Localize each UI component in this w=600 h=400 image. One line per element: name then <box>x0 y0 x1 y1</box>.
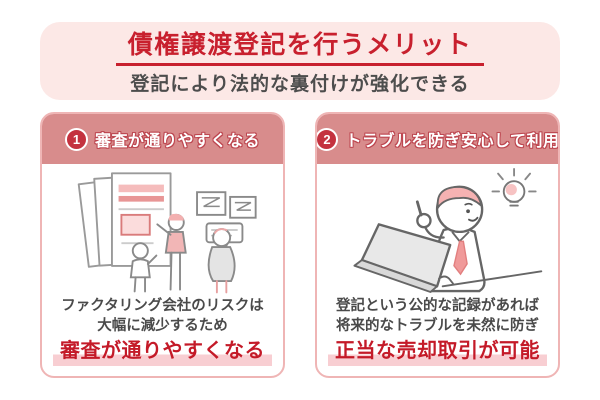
businessman <box>415 185 486 293</box>
merit-card-1: 1 審査が通りやすくなる <box>40 112 285 378</box>
merit-card-1-emphasis: 審査が通りやすくなる <box>53 339 272 366</box>
header-banner: 債権譲渡登記を行うメリット 登記により法的な裏付けが強化できる <box>40 22 560 100</box>
lightbulb-icon <box>491 167 537 207</box>
laptop-icon <box>352 223 542 293</box>
page-subtitle: 登記により法的な裏付けが強化できる <box>130 73 470 95</box>
merit-card-2-line1: 登記という公的な記録があれば <box>336 297 539 314</box>
merit-card-2: 2 トラブルを防ぎ安心して利用 <box>315 112 560 378</box>
person-right <box>207 228 236 294</box>
person-left <box>129 242 157 293</box>
people-reviewing-documents-illustration <box>77 172 257 294</box>
merit-card-2-line2: 将来的なトラブルを未然に防ぎ <box>336 318 539 335</box>
merit-card-1-illustration-area <box>42 164 283 296</box>
necktie <box>452 240 468 276</box>
merit-card-2-heading: トラブルを防ぎ安心して利用 <box>345 133 560 150</box>
merit-card-1-header: 1 審査が通りやすくなる <box>42 114 283 164</box>
merit-card-2-header: 2 トラブルを防ぎ安心して利用 <box>317 114 558 164</box>
number-2-badge: 2 <box>317 127 339 151</box>
merit-card-2-emphasis: 正当な売却取引が可能 <box>328 339 547 366</box>
number-1-badge: 1 <box>64 127 88 151</box>
merit-card-2-text: 登記という公的な記録があれば 将来的なトラブルを未然に防ぎ 正当な売却取引が可能 <box>317 296 558 376</box>
man-laptop-idea-illustration <box>352 167 542 293</box>
merit-card-1-line2: 大幅に減少するため <box>97 318 228 335</box>
merit-card-2-illustration-area <box>317 164 558 296</box>
merit-cards-row: 1 審査が通りやすくなる <box>40 112 560 378</box>
merit-card-1-text: ファクタリング会社のリスクは 大幅に減少するため 審査が通りやすくなる <box>42 296 283 376</box>
page-title: 債権譲渡登記を行うメリット <box>115 31 485 66</box>
merit-card-1-line1: ファクタリング会社のリスクは <box>61 297 264 314</box>
person-pointing <box>155 213 187 291</box>
desk-line <box>441 270 542 288</box>
merit-card-1-heading: 審査が通りやすくなる <box>94 133 260 150</box>
